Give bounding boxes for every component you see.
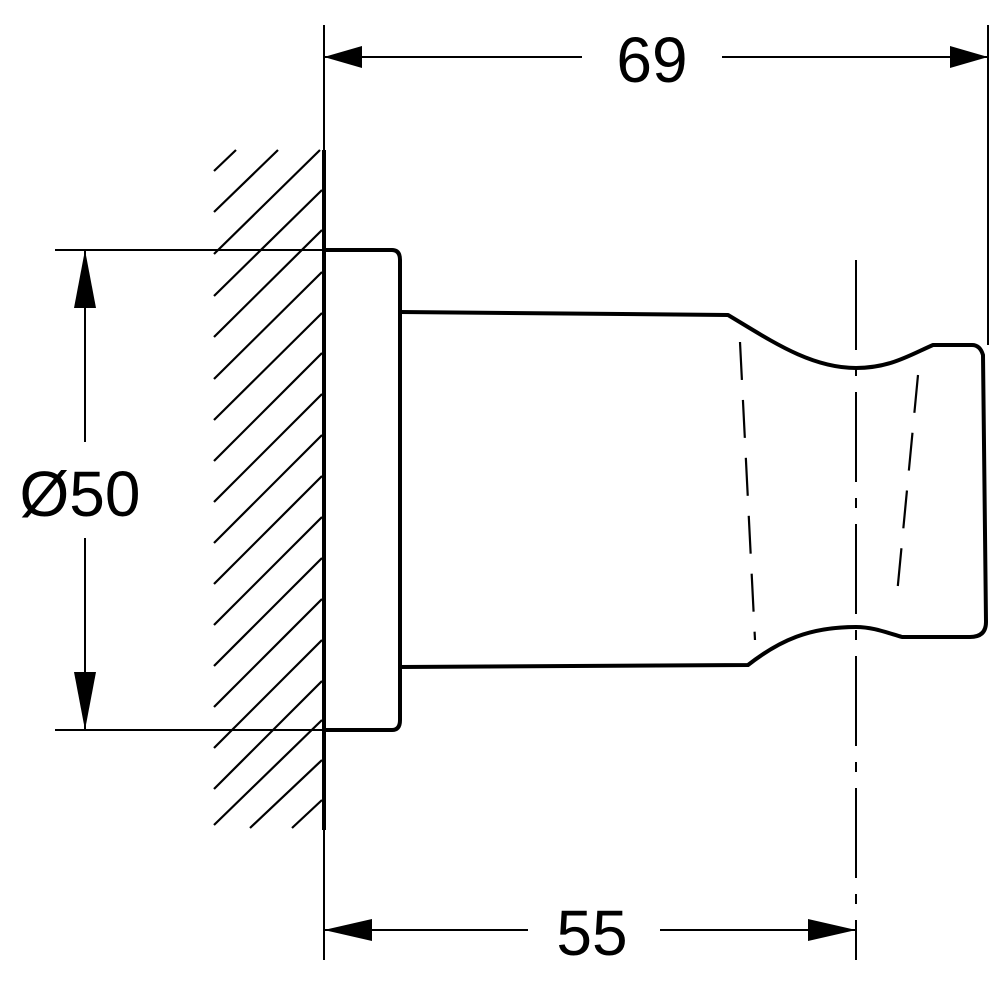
rosette-flange bbox=[324, 248, 402, 732]
dimension-label-69: 69 bbox=[616, 24, 687, 96]
dimension-69: 69 bbox=[324, 24, 988, 96]
holder-body bbox=[399, 310, 988, 669]
wall-hatching bbox=[213, 149, 323, 829]
dimension-label-diameter-50: Ø50 bbox=[20, 458, 141, 530]
dimension-diameter-50: Ø50 bbox=[20, 250, 141, 730]
hidden-edge-lines bbox=[738, 341, 920, 641]
dimension-55: 55 bbox=[324, 897, 856, 969]
extension-lines bbox=[55, 25, 989, 960]
dimension-label-55: 55 bbox=[556, 897, 627, 969]
